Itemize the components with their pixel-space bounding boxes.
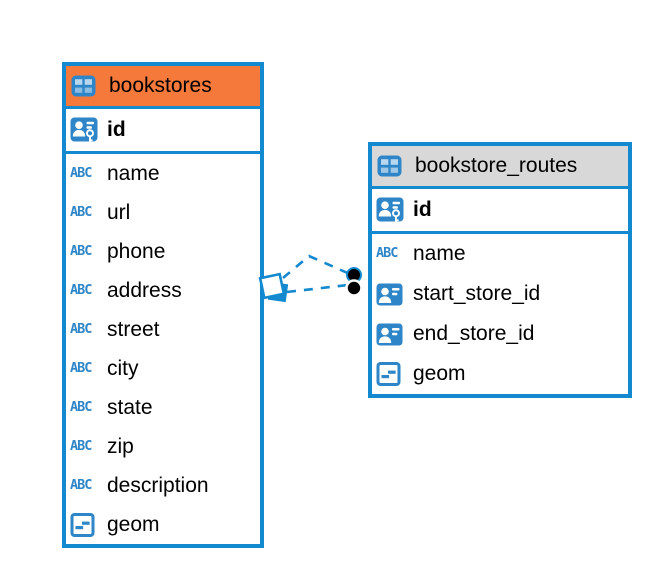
column-row[interactable]: start_store_id <box>372 274 628 314</box>
text-type-icon: ABC <box>70 242 100 259</box>
table-bookstores-header[interactable]: bookstores <box>66 66 260 109</box>
abc-glyph: ABC <box>70 359 92 376</box>
text-type-icon: ABC <box>70 476 100 493</box>
column-row[interactable]: ABC phone <box>66 232 260 271</box>
column-row-pk[interactable]: id <box>66 109 260 154</box>
column-row[interactable]: ABC city <box>66 349 260 388</box>
column-row[interactable]: ABC zip <box>66 427 260 466</box>
column-row[interactable]: geom <box>66 505 260 544</box>
table-name: bookstores <box>109 74 212 97</box>
table-icon <box>71 75 101 97</box>
relationship-line-start-store[interactable] <box>282 254 351 279</box>
column-name: geom <box>107 512 160 536</box>
table-icon <box>377 155 407 177</box>
table-bookstore-routes-header[interactable]: bookstore_routes <box>372 146 628 189</box>
column-name: geom <box>413 362 466 385</box>
abc-glyph: ABC <box>70 164 92 181</box>
text-type-icon: ABC <box>70 398 100 415</box>
abc-glyph: ABC <box>70 242 92 259</box>
column-name: description <box>107 473 209 497</box>
column-name: city <box>107 356 139 380</box>
geometry-type-icon <box>70 512 100 538</box>
column-row[interactable]: end_store_id <box>372 314 628 354</box>
column-name: url <box>107 200 131 224</box>
text-type-icon: ABC <box>70 320 100 337</box>
abc-glyph: ABC <box>376 245 398 262</box>
column-row[interactable]: ABC name <box>372 234 628 274</box>
abc-glyph: ABC <box>70 398 92 415</box>
column-name: id <box>107 118 126 141</box>
column-name: name <box>107 161 160 185</box>
column-name: end_store_id <box>413 322 535 345</box>
column-name: name <box>413 242 466 265</box>
column-name: street <box>107 317 160 341</box>
text-type-icon: ABC <box>70 203 100 220</box>
abc-glyph: ABC <box>70 281 92 298</box>
column-row[interactable]: geom <box>372 354 628 394</box>
column-row[interactable]: ABC state <box>66 388 260 427</box>
column-name: state <box>107 395 153 419</box>
column-name: address <box>107 278 182 302</box>
text-type-icon: ABC <box>376 247 406 261</box>
relationship-source-marker-squares[interactable] <box>258 272 289 303</box>
column-row[interactable]: ABC name <box>66 154 260 193</box>
column-row[interactable]: ABC url <box>66 193 260 232</box>
abc-glyph: ABC <box>70 437 92 454</box>
geometry-type-icon <box>376 361 406 387</box>
text-type-icon: ABC <box>70 437 100 454</box>
column-name: start_store_id <box>413 282 541 305</box>
column-name: zip <box>107 434 134 458</box>
text-type-icon: ABC <box>70 164 100 181</box>
abc-glyph: ABC <box>70 203 92 220</box>
column-row[interactable]: ABC address <box>66 271 260 310</box>
column-name: phone <box>107 239 166 263</box>
foreign-key-icon <box>376 323 406 346</box>
primary-key-icon <box>376 197 406 224</box>
abc-glyph: ABC <box>70 476 92 493</box>
text-type-icon: ABC <box>70 359 100 376</box>
relationship-target-dot[interactable] <box>345 279 363 297</box>
primary-key-icon <box>70 117 100 144</box>
column-row-pk[interactable]: id <box>372 189 628 234</box>
column-row[interactable]: ABC street <box>66 310 260 349</box>
column-row[interactable]: ABC description <box>66 466 260 505</box>
relationship-line-end-store[interactable] <box>286 283 349 294</box>
abc-glyph: ABC <box>70 320 92 337</box>
table-bookstore-routes[interactable]: bookstore_routes id ABC name <box>368 142 632 398</box>
foreign-key-icon <box>376 283 406 306</box>
text-type-icon: ABC <box>70 281 100 298</box>
table-name: bookstore_routes <box>415 154 578 177</box>
table-bookstores[interactable]: bookstores id ABC name ABC url ABC phone <box>62 62 264 548</box>
column-name: id <box>413 198 432 221</box>
